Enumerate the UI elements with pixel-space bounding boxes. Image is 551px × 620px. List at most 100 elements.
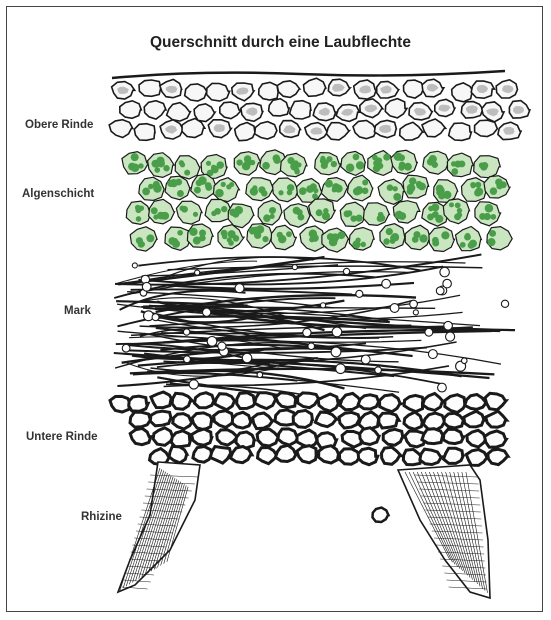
cortex-cell: [255, 122, 277, 139]
algae-cell: [412, 236, 419, 243]
hypha-cross-section: [436, 287, 444, 295]
algae-cell: [487, 238, 495, 246]
algae-cell: [393, 186, 398, 191]
algae-cell: [227, 237, 232, 242]
algae-cell: [272, 154, 280, 162]
cortex-cell: [449, 123, 472, 140]
hypha-cross-section: [390, 304, 399, 313]
algae-cell: [383, 238, 389, 244]
lower-cortex-cell: [130, 412, 151, 427]
hypha-cross-section: [184, 356, 191, 363]
cortex-cell-shade: [513, 106, 524, 114]
cortex-cell: [404, 80, 425, 98]
hypha-cross-section: [331, 347, 341, 357]
lower-cortex-cell: [255, 393, 277, 409]
algae-cell: [211, 211, 216, 216]
algae-cell: [146, 234, 154, 242]
lower-cortex-cell: [444, 448, 464, 463]
algae-cell: [356, 161, 364, 169]
algae-cell: [194, 187, 201, 194]
algae-cell: [199, 235, 206, 242]
lower-cortex-cell: [293, 410, 312, 427]
algae-cell: [252, 227, 260, 235]
algae-cell: [215, 189, 224, 198]
hypha-cross-section: [320, 303, 325, 308]
lower-cortex-cell: [373, 508, 389, 522]
cortex-cell: [353, 120, 377, 138]
algae-cell: [298, 214, 305, 221]
hypha-cross-section: [461, 358, 467, 364]
algae-cell: [441, 231, 449, 239]
algae-cell: [221, 230, 228, 237]
hypha-cross-section: [218, 342, 226, 350]
algae-cell: [465, 233, 470, 238]
lower-cortex-cell: [485, 393, 506, 410]
cortex-cell: [422, 119, 446, 137]
algae-cell: [471, 183, 476, 188]
lower-cortex-cell: [445, 395, 466, 413]
hypha-cross-section: [303, 328, 311, 336]
hypha-cross-section: [207, 336, 217, 346]
hypha-cross-section: [122, 344, 130, 352]
lower-cortex-cell: [404, 395, 423, 411]
label-mark: Mark: [64, 305, 91, 317]
lower-cortex-cell: [339, 412, 360, 428]
algae-cell: [136, 216, 142, 222]
algae-cell: [346, 164, 354, 172]
algae-cell: [226, 184, 231, 189]
cortex-cell: [269, 99, 290, 116]
lower-cortex-cell: [151, 392, 173, 408]
algae-cell: [353, 153, 360, 160]
medulla-layer: [114, 255, 515, 409]
algae-cell: [332, 187, 337, 192]
cortex-cell-shade: [214, 124, 225, 132]
algae-cell: [355, 237, 360, 242]
algae-cell: [142, 188, 150, 196]
algae-cell: [458, 161, 465, 168]
algae-cell: [177, 230, 183, 236]
hypha-cross-section: [203, 308, 211, 316]
algae-cell: [163, 165, 169, 171]
algae-cell: [490, 187, 498, 195]
algae-capsule: [273, 178, 299, 202]
hypha-cross-section: [195, 270, 200, 275]
algae-cell: [196, 179, 203, 186]
algae-cell: [131, 153, 139, 161]
algae-cell: [325, 180, 333, 188]
algae-cell: [175, 179, 182, 186]
hypha-cross-section: [292, 265, 297, 270]
lower-cortex-cell: [422, 429, 444, 444]
algae-cell: [244, 159, 252, 167]
lower-cortex-cell: [488, 449, 508, 464]
hypha-cross-section: [132, 263, 137, 268]
algae-cell: [455, 202, 461, 208]
lower-cortex-cell: [404, 412, 423, 429]
lower-cortex-cell: [257, 429, 279, 446]
lower-cortex-cell: [171, 431, 190, 447]
label-obere-rinde: Obere Rinde: [25, 119, 93, 131]
label-untere-rinde: Untere Rinde: [26, 431, 98, 443]
algae-cell: [479, 213, 486, 220]
cortex-cell: [259, 82, 279, 100]
algae-cell: [171, 238, 178, 245]
lower-cortex-cell: [298, 393, 320, 408]
lower-cortex-cell: [276, 393, 297, 408]
algae-cell: [296, 162, 301, 167]
algae-cell: [299, 187, 306, 194]
algae-cell: [180, 206, 186, 212]
hypha-cross-section: [142, 282, 151, 291]
algae-cell: [262, 236, 268, 242]
cortex-cell: [207, 83, 230, 101]
algae-cell: [153, 184, 162, 193]
algae-cell: [167, 180, 174, 187]
algae-cell: [286, 231, 292, 237]
hypha-cross-section: [443, 279, 452, 288]
cortex-cell: [120, 101, 142, 119]
algae-cell: [397, 211, 403, 217]
algae-cell: [269, 207, 276, 214]
algae-cell: [229, 209, 237, 217]
algae-cell: [344, 210, 351, 217]
algae-cell: [278, 235, 286, 243]
lower-cortex-cell: [192, 429, 212, 445]
cortex-cell: [167, 103, 191, 122]
